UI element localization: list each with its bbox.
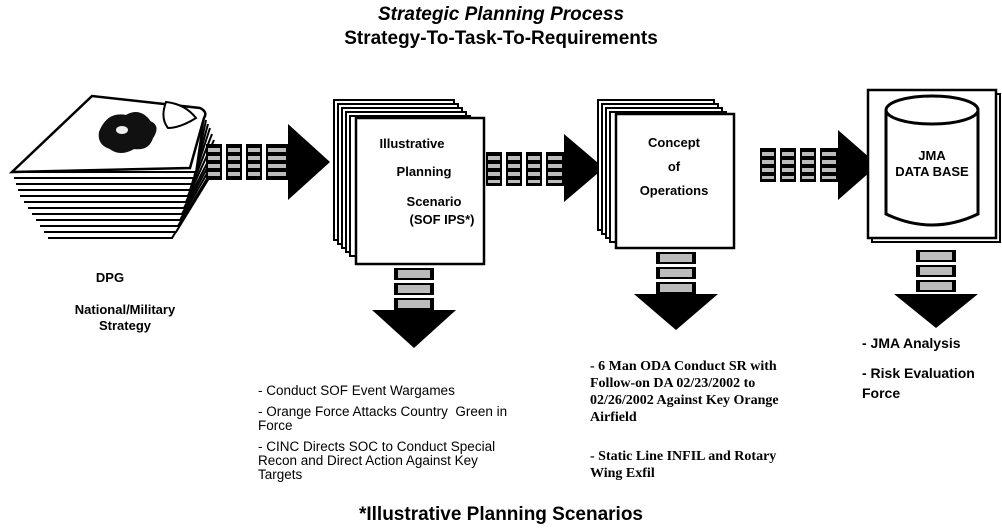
arrow-conops-to-jma-icon bbox=[760, 130, 878, 200]
conops-line2: of bbox=[667, 159, 681, 174]
arrow-dpg-to-ips-icon bbox=[206, 124, 330, 200]
diagram-subtitle: Strategy-To-Task-To-Requirements bbox=[344, 28, 658, 49]
diagram-title: Strategic Planning Process bbox=[377, 4, 625, 25]
jma-line1: JMA bbox=[918, 148, 946, 163]
ips-bullet-list: - Conduct SOF Event Wargames - Orange Fo… bbox=[258, 384, 508, 489]
arrow-jma-down-icon bbox=[894, 250, 978, 328]
ips-line2: Planning bbox=[396, 164, 452, 179]
dpg-label: DPG bbox=[95, 270, 125, 285]
jma-bullet-1: - JMA Analysis bbox=[862, 335, 961, 351]
dpg-document-stack-icon bbox=[8, 94, 217, 239]
conops-bullet-1: - 6 Man ODA Conduct SR with Follow-on DA… bbox=[590, 359, 779, 425]
conops-document-stack-icon bbox=[597, 99, 736, 250]
dpg-caption-line1: National/Military bbox=[74, 302, 176, 317]
ips-bullet-2: - Orange Force Attacks Country Green in … bbox=[258, 404, 508, 433]
ips-line4: (SOF IPS*) bbox=[409, 212, 475, 227]
arrow-ips-to-conops-icon bbox=[486, 134, 604, 202]
conops-line1: Concept bbox=[648, 135, 700, 150]
ips-line1: Illustrative bbox=[379, 136, 445, 151]
arrow-conops-down-icon bbox=[634, 252, 718, 330]
conops-bullet-list: - 6 Man ODA Conduct SR with Follow-on DA… bbox=[590, 358, 790, 482]
jma-database-icon bbox=[866, 88, 1001, 243]
jma-bullet-list: - JMA Analysis - Risk Evaluation Force bbox=[862, 333, 1002, 403]
ips-bullet-1: - Conduct SOF Event Wargames bbox=[258, 383, 455, 398]
jma-bullet-2: - Risk Evaluation Force bbox=[862, 365, 975, 401]
ips-document-stack-icon bbox=[333, 99, 486, 266]
jma-line2: DATA BASE bbox=[895, 164, 969, 179]
footnote: *Illustrative Planning Scenarios bbox=[358, 504, 644, 525]
conops-bullet-2: - Static Line INFIL and Rotary Wing Exfi… bbox=[590, 449, 777, 481]
conops-line3: Operations bbox=[639, 183, 709, 198]
ips-bullet-3: - CINC Directs SOC to Conduct Special Re… bbox=[258, 439, 496, 482]
dpg-caption-line2: Strategy bbox=[98, 318, 152, 333]
ips-line3: Scenario bbox=[406, 194, 462, 209]
arrow-ips-down-icon bbox=[372, 268, 456, 348]
